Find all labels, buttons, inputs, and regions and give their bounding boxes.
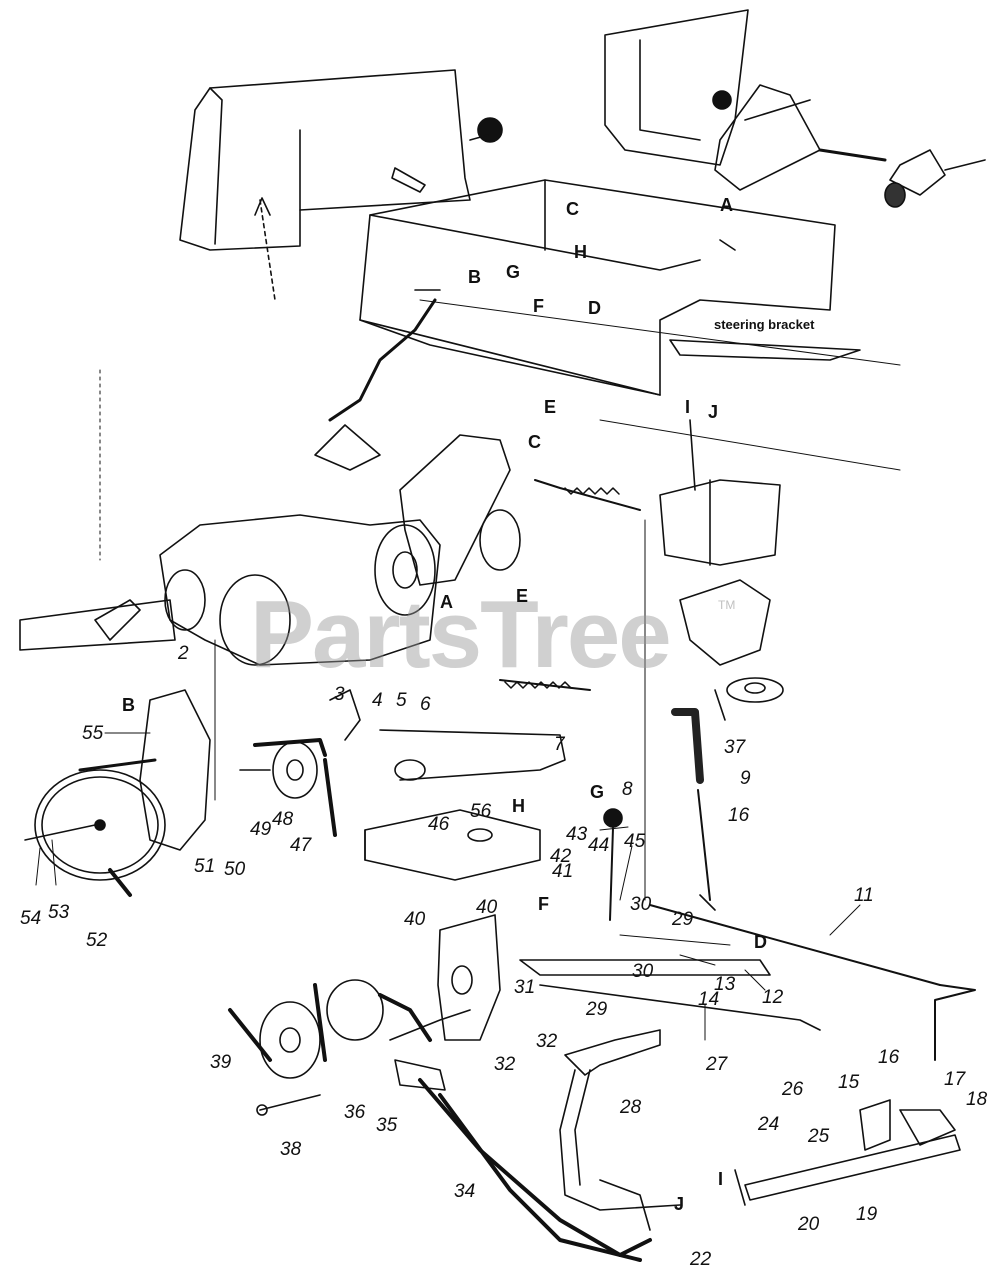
part-number: 34 (454, 1181, 476, 1202)
part-number: 18 (966, 1089, 988, 1110)
part-number: 40 (476, 897, 498, 918)
part-number: 37 (724, 737, 746, 758)
part-number: 32 (494, 1054, 516, 1075)
ref-letter-c-mid: C (528, 432, 541, 452)
part-number: 42 (550, 846, 572, 867)
part-number: 29 (672, 909, 694, 930)
steering-bracket-label: steering bracket (714, 317, 815, 332)
ref-letter-g-low: G (590, 782, 605, 802)
frame-panel (359, 179, 901, 471)
part-number: 50 (224, 859, 246, 880)
part-number: 19 (856, 1204, 878, 1225)
part-number: 45 (624, 831, 646, 852)
ref-letter-i: I (685, 397, 691, 417)
ref-letter-b-low: B (122, 695, 135, 715)
part-number: 30 (632, 961, 654, 982)
knob-icon (712, 90, 732, 110)
part-number: 36 (344, 1102, 366, 1123)
part-number: 44 (588, 835, 610, 856)
part-number: 51 (194, 856, 216, 877)
ref-letter-f: F (533, 296, 544, 316)
part-number: 17 (944, 1069, 966, 1090)
part-number: 31 (514, 977, 536, 998)
nut-icon (884, 182, 906, 208)
part-number: 43 (566, 824, 588, 845)
part-number: 38 (280, 1139, 302, 1160)
part-number: 4 (372, 690, 383, 711)
ref-letter-j: J (708, 402, 719, 422)
part-number: 28 (620, 1097, 642, 1118)
ref-letter-b: B (468, 267, 481, 287)
dash-panel-left (179, 69, 471, 301)
part-number: 52 (86, 930, 108, 951)
ref-letter-d-low: D (754, 932, 767, 952)
part-number: 54 (20, 908, 42, 929)
part-number: 16 (878, 1047, 900, 1068)
part-number: 39 (210, 1052, 232, 1073)
part-number: 35 (376, 1115, 398, 1136)
watermark-trademark: TM (718, 598, 736, 612)
part-number: 11 (854, 885, 874, 906)
part-number: 53 (48, 902, 70, 923)
part-number: 41 (552, 861, 574, 882)
ref-letter-a: A (720, 195, 733, 215)
part-number: 13 (714, 974, 736, 995)
part-number: 16 (728, 805, 750, 826)
ref-letter-h: H (574, 242, 587, 262)
part-number: 9 (740, 768, 751, 789)
part-number: 30 (630, 894, 652, 915)
ref-letter-i-low: I (718, 1169, 724, 1189)
steering-housing (604, 9, 986, 196)
ref-letter-f-low: F (538, 894, 549, 914)
part-number: 25 (808, 1126, 830, 1147)
ref-letter-c: C (566, 199, 579, 219)
part-number: 14 (698, 989, 720, 1010)
part-number: 49 (250, 819, 272, 840)
shift-knob-icon (603, 808, 623, 828)
part-number: 20 (798, 1214, 820, 1235)
part-number: 22 (690, 1249, 712, 1270)
part-number: 29 (586, 999, 608, 1020)
drive-pulley-assembly (24, 689, 211, 897)
knob-icon (477, 117, 503, 143)
part-number: 5 (396, 690, 407, 711)
part-number: 55 (82, 723, 104, 744)
part-number: 7 (554, 734, 565, 755)
part-number: 46 (428, 814, 450, 835)
ref-letter-g: G (506, 262, 521, 282)
part-number: 48 (272, 809, 294, 830)
ref-letter-d: D (588, 298, 601, 318)
lower-pulleys (228, 979, 471, 1091)
ref-letter-e: E (544, 397, 557, 417)
part-number: 56 (470, 801, 492, 822)
ref-letter-h-low: H (512, 796, 525, 816)
part-number: 3 (334, 684, 345, 705)
part-number: 27 (706, 1054, 728, 1075)
part-number: 6 (420, 694, 431, 715)
clutch-housing (659, 419, 784, 721)
part-number: 26 (782, 1079, 804, 1100)
part-number: 8 (622, 779, 633, 800)
part-number: 12 (762, 987, 784, 1008)
part-number: 40 (404, 909, 426, 930)
part-number: 24 (758, 1114, 780, 1135)
part-number: 32 (536, 1031, 558, 1052)
part-number: 15 (838, 1072, 860, 1093)
ref-letter-j-low: J (674, 1194, 685, 1214)
ref-letter-e-mid: E (516, 586, 529, 606)
ref-letter-a-mid: A (440, 592, 453, 612)
watermark: PartsTree (250, 581, 672, 688)
part-number: 2 (178, 643, 189, 664)
part-number: 47 (290, 835, 312, 856)
mounting-plate (364, 809, 541, 881)
